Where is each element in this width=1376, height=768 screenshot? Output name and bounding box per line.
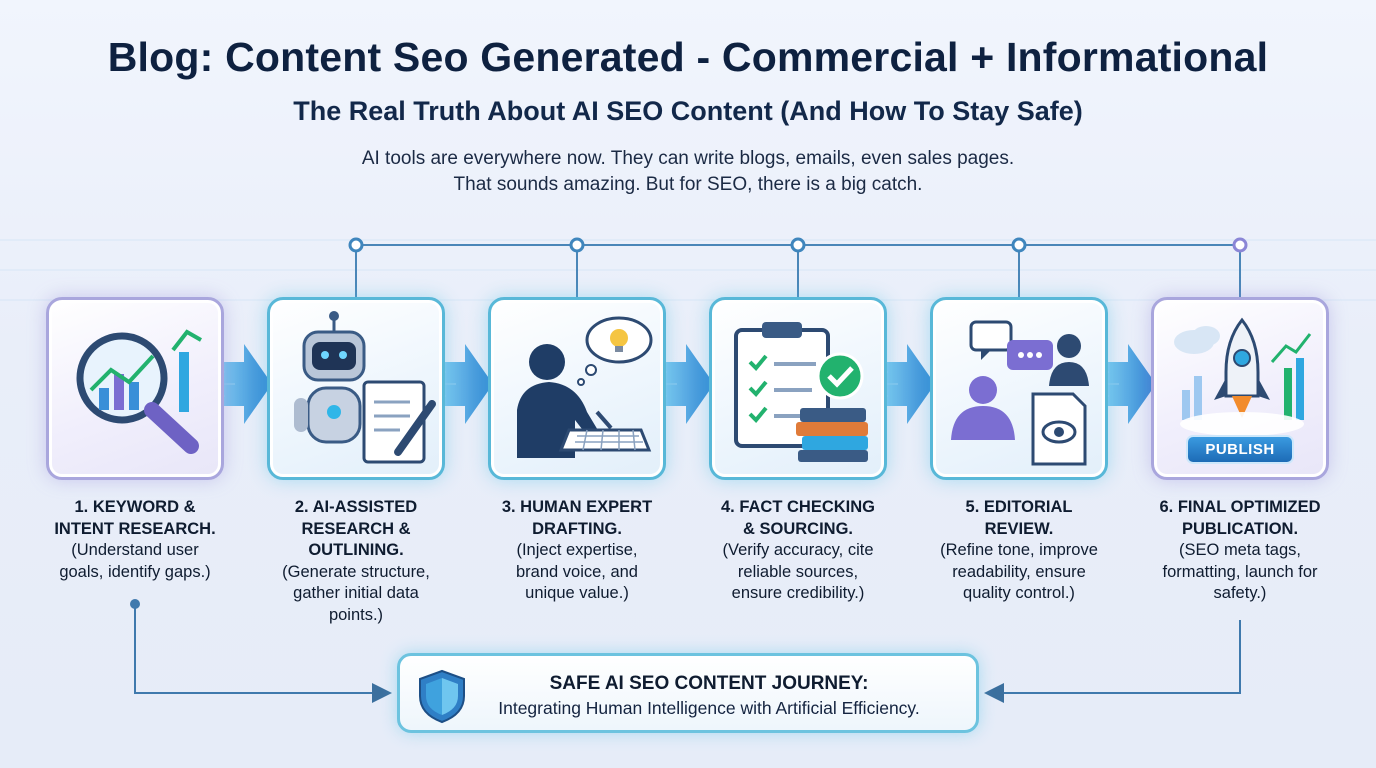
step-caption-1: 1. KEYWORD & INTENT RESEARCH. (Understan… xyxy=(35,497,235,583)
step-card-keyword-research xyxy=(46,297,224,480)
step-desc: (Generate structure, xyxy=(282,562,430,581)
person-writing-icon xyxy=(517,316,653,458)
step-desc: points.) xyxy=(328,605,384,624)
step-title: INTENT RESEARCH. xyxy=(54,519,216,538)
step-desc: (Verify accuracy, cite xyxy=(722,541,874,559)
step-title: OUTLINING. xyxy=(308,541,404,559)
step-desc: safety.) xyxy=(1213,584,1267,602)
journey-summary-box: SAFE AI SEO CONTENT JOURNEY: Integrating… xyxy=(397,653,979,733)
publish-badge: PUBLISH xyxy=(1186,435,1294,464)
shield-icon xyxy=(419,669,465,724)
step-desc: formatting, launch for xyxy=(1162,562,1318,581)
step-desc: ensure credibility.) xyxy=(731,584,865,602)
step-title: DRAFTING. xyxy=(532,519,622,538)
step-desc: goals, identify gaps.) xyxy=(59,562,211,581)
journey-subtitle: Integrating Human Intelligence with Arti… xyxy=(498,698,920,718)
step-desc: reliable sources, xyxy=(737,562,859,581)
step-desc: quality control.) xyxy=(963,584,1075,602)
robot-notepad-icon xyxy=(294,311,436,464)
step-title: 6. FINAL OPTIMIZED xyxy=(1159,498,1321,516)
step-desc: unique value.) xyxy=(525,584,629,602)
step-desc: (SEO meta tags, xyxy=(1179,541,1301,559)
step-card-publication: PUBLISH xyxy=(1151,297,1329,480)
rocket-publish-icon xyxy=(1174,317,1312,436)
step-card-fact-checking xyxy=(709,297,887,480)
step-card-human-drafting xyxy=(488,297,666,480)
people-chat-review-icon xyxy=(951,320,1089,466)
page-title: Blog: Content Seo Generated - Commercial… xyxy=(107,34,1269,80)
intro-line: AI tools are everywhere now. They can wr… xyxy=(361,148,1015,169)
step-title: REVIEW. xyxy=(984,519,1054,538)
step-desc: readability, ensure xyxy=(952,562,1086,581)
step-caption-2: 2. AI-ASSISTED RESEARCH & OUTLINING. (Ge… xyxy=(256,497,456,626)
step-title: 3. HUMAN EXPERT xyxy=(501,498,653,516)
step-desc: (Inject expertise, xyxy=(516,541,638,559)
step-desc: (Refine tone, improve xyxy=(940,541,1098,559)
magnifier-chart-icon xyxy=(76,329,202,454)
step-card-ai-outlining xyxy=(267,297,445,480)
step-card-editorial-review xyxy=(930,297,1108,480)
step-title: 2. AI-ASSISTED xyxy=(294,498,418,516)
page-subtitle: The Real Truth About AI SEO Content (And… xyxy=(293,96,1083,126)
step-caption-6: 6. FINAL OPTIMIZED PUBLICATION. (SEO met… xyxy=(1140,497,1340,605)
step-title: 5. EDITORIAL xyxy=(965,498,1073,516)
step-caption-3: 3. HUMAN EXPERT DRAFTING. (Inject expert… xyxy=(477,497,677,605)
intro-line: That sounds amazing. But for SEO, there … xyxy=(453,174,923,195)
step-desc: brand voice, and xyxy=(515,562,638,581)
step-desc: gather initial data xyxy=(293,584,419,602)
step-title: PUBLICATION. xyxy=(1181,519,1299,538)
step-title: RESEARCH & xyxy=(301,519,411,538)
checklist-books-icon xyxy=(734,322,868,462)
step-title: 4. FACT CHECKING xyxy=(720,498,875,516)
step-desc: (Understand user xyxy=(71,541,199,559)
step-title: & SOURCING. xyxy=(742,519,853,538)
step-caption-4: 4. FACT CHECKING & SOURCING. (Verify acc… xyxy=(698,497,898,605)
step-caption-5: 5. EDITORIAL REVIEW. (Refine tone, impro… xyxy=(919,497,1119,605)
step-title: 1. KEYWORD & xyxy=(74,498,196,516)
intro-text: AI tools are everywhere now. They can wr… xyxy=(0,146,1376,198)
journey-title: SAFE AI SEO CONTENT JOURNEY: xyxy=(549,673,869,694)
